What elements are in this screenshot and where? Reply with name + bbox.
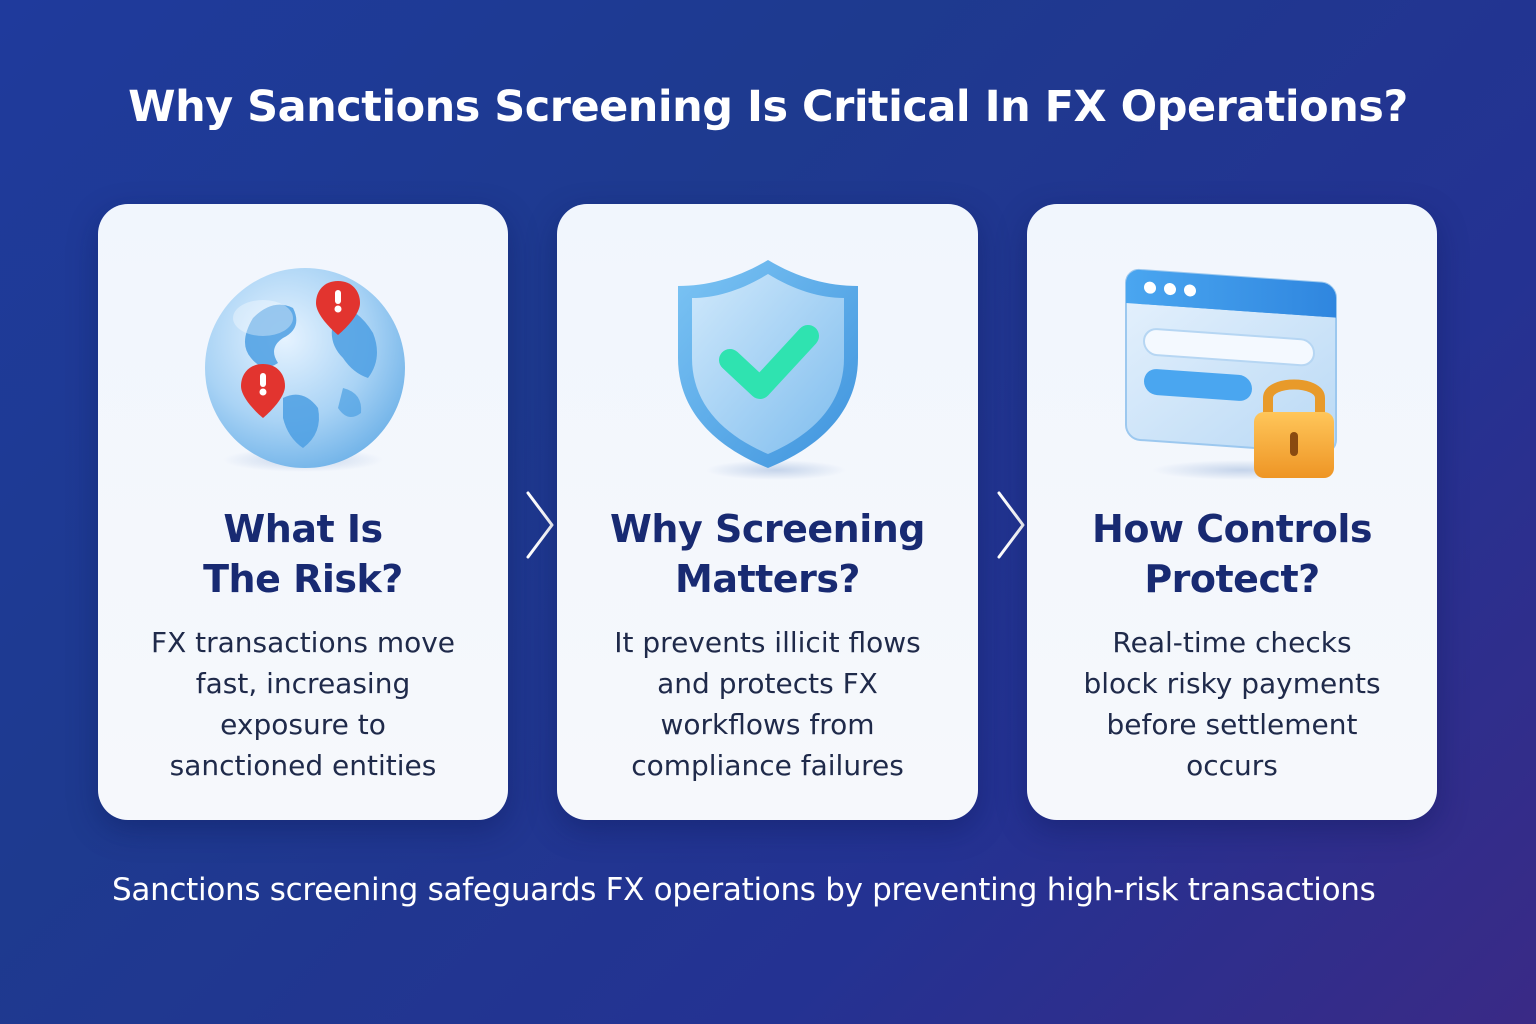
card-heading: How Controls Protect?	[1092, 507, 1372, 601]
card-heading: What Is The Risk?	[203, 507, 403, 601]
card-risk: What Is The Risk? FX transactions move f…	[98, 204, 508, 820]
browser-lock-icon	[1112, 248, 1352, 488]
shield-check-icon	[648, 248, 888, 488]
card-screening: Why Screening Matters? It prevents illic…	[557, 204, 978, 820]
card-description: Real-time checks block risky payments be…	[1083, 626, 1381, 782]
card-controls: How Controls Protect? Real-time checks b…	[1027, 204, 1437, 820]
chevron-right-icon	[997, 491, 1025, 559]
chevron-right-icon	[526, 491, 554, 559]
card-heading: Why Screening Matters?	[610, 507, 925, 601]
page-title: Why Sanctions Screening Is Critical In F…	[128, 82, 1408, 132]
footer-summary: Sanctions screening safeguards FX operat…	[112, 872, 1376, 908]
globe-alert-icon	[183, 248, 423, 488]
card-description: It prevents illicit flows and protects F…	[614, 626, 921, 782]
card-description: FX transactions move fast, increasing ex…	[150, 626, 456, 782]
